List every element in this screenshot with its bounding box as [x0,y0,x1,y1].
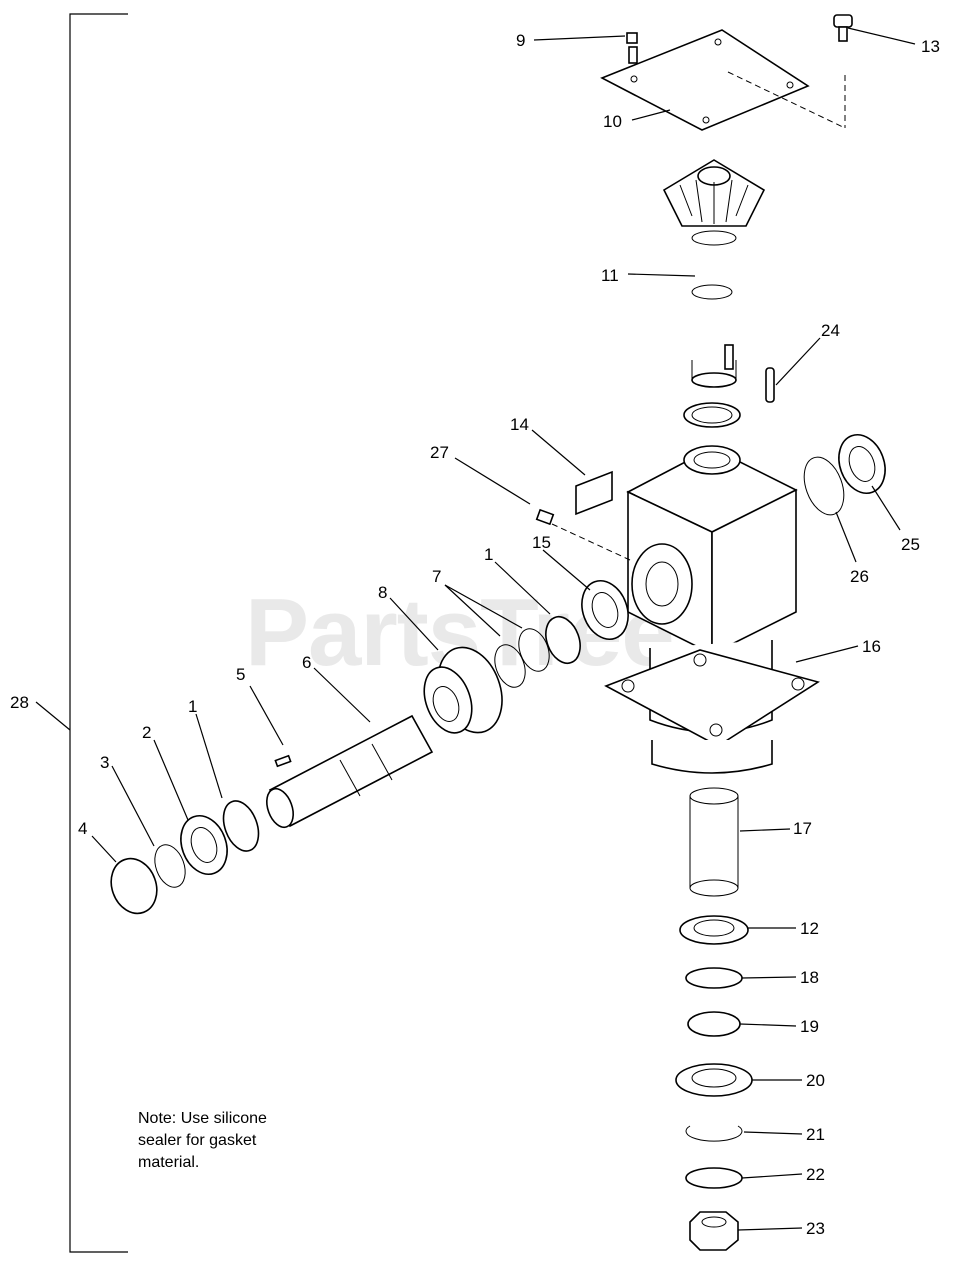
part-snap-ring-3 [154,844,186,888]
part-cover-plate [600,29,846,131]
part-pinion-gear [423,646,503,734]
part-spacer-17 [689,787,739,897]
callout-14: 14 [510,415,529,434]
part-washer-22 [685,1167,743,1189]
assembly-note: Note: Use silicone sealer for gasket mat… [138,1108,338,1174]
note-line-1: Note: Use silicone [138,1110,267,1127]
assembly-bracket [69,13,128,1253]
callout-4: 4 [78,819,87,838]
part-nut-23 [689,1211,739,1251]
callout-25: 25 [901,535,920,554]
callout-3: 3 [100,753,109,772]
callout-10: 10 [603,112,622,131]
part-bevel-gear-top [662,159,766,246]
callout-23: 23 [806,1219,825,1238]
callout-6: 6 [302,653,311,672]
callout-22: 22 [806,1165,825,1184]
part-side-bearing [838,434,886,494]
part-snap-ring-7 [494,628,550,688]
part-plug [626,32,638,64]
part-bearing-2 [180,815,228,875]
callout-9: 9 [516,31,525,50]
part-input-shaft [266,714,434,829]
callout-12: 12 [800,919,819,938]
callout-28: 28 [10,693,29,712]
part-gearbox-housing [604,445,820,774]
callout-26: 26 [850,567,869,586]
part-bolt [833,14,853,42]
callout-1-upper: 1 [484,545,493,564]
callout-24: 24 [821,321,840,340]
part-grease-fitting [535,508,631,561]
part-bearing-12 [679,915,749,945]
callout-5: 5 [236,665,245,684]
part-ring-upper [683,402,741,428]
leader-lines [35,27,916,1231]
callouts: 9 13 10 11 24 14 27 15 1 7 8 6 5 1 2 3 4… [10,31,940,1238]
callout-8: 8 [378,583,387,602]
part-cap-4 [110,857,158,915]
note-line-3: material. [138,1154,200,1171]
part-gasket [575,470,613,516]
callout-16: 16 [862,637,881,656]
callout-7: 7 [432,567,441,586]
callout-11: 11 [601,266,619,285]
callout-27: 27 [430,443,449,462]
part-bearing-15 [581,580,629,640]
callout-17: 17 [793,819,812,838]
part-bushing-19 [687,1011,741,1037]
part-vertical-shaft [691,344,775,403]
part-snap-ring-21 [685,1125,743,1142]
callout-13: 13 [921,37,940,56]
part-sleeve-11 [691,284,733,300]
part-ring-1-lower [222,800,260,852]
part-side-snap-ring [803,456,845,516]
callout-21: 21 [806,1125,825,1144]
callout-19: 19 [800,1017,819,1036]
part-ring-18 [685,967,743,989]
callout-18: 18 [800,968,819,987]
part-seal-20 [675,1063,753,1097]
callout-1-lower: 1 [188,697,197,716]
callout-2: 2 [142,723,151,742]
callout-20: 20 [806,1071,825,1090]
callout-15: 15 [532,533,551,552]
note-line-2: sealer for gasket [138,1132,257,1149]
part-ring-1-upper [545,615,581,665]
